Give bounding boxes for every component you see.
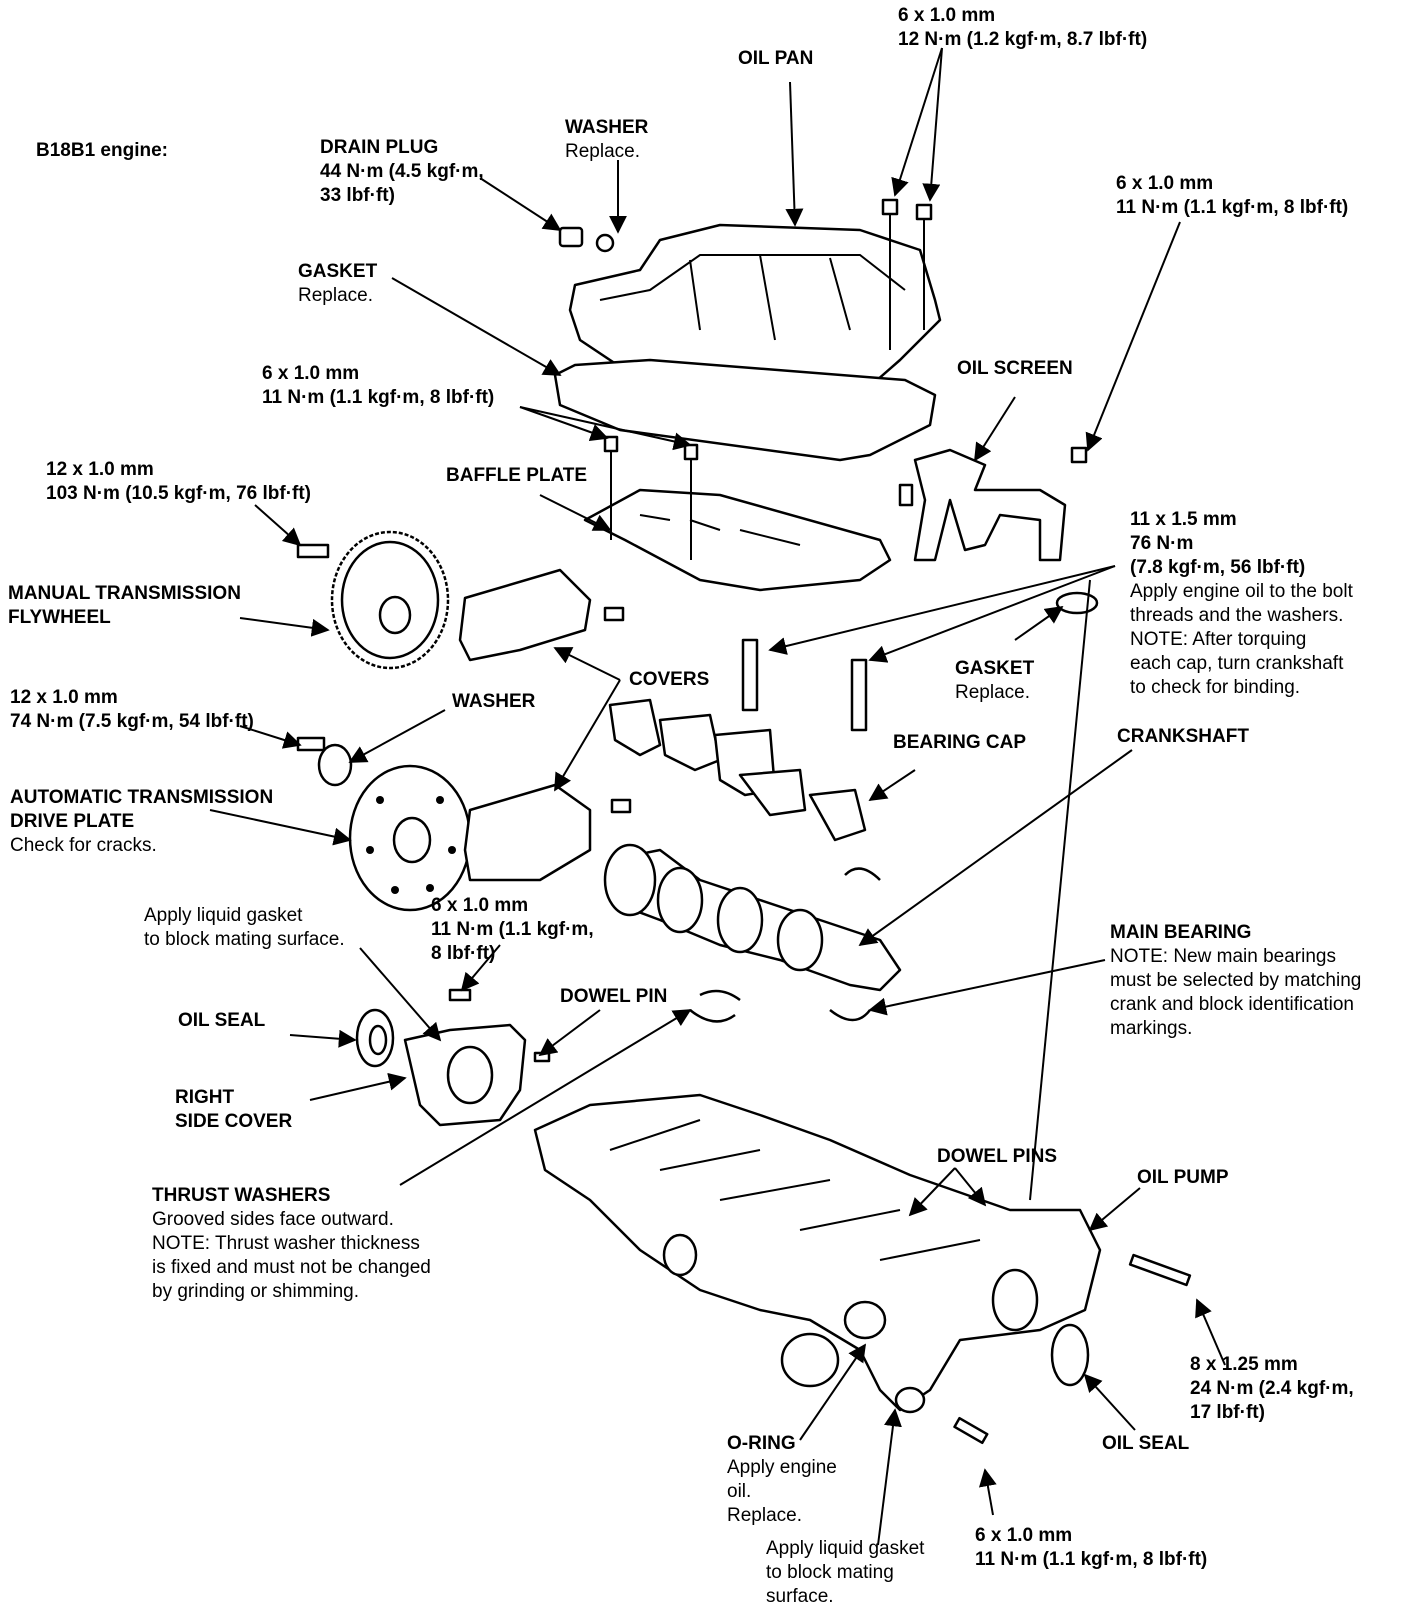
- label-oil-pan-bolt-torque: 6 x 1.0 mm 12 N·m (1.2 kgf·m, 8.7 lbf·ft…: [898, 5, 1148, 50]
- covers-part: [458, 568, 632, 882]
- label-drive-plate-bolt: 12 x 1.0 mm 74 N·m (7.5 kgf·m, 54 lbf·ft…: [10, 687, 254, 732]
- label-baffle-bolt: 6 x 1.0 mm 11 N·m (1.1 kgf·m, 8 lbf·ft): [262, 363, 495, 408]
- label-flywheel-bolt: 12 x 1.0 mm 103 N·m (10.5 kgf·m, 76 lbf·…: [46, 459, 311, 504]
- engine-title: B18B1 engine:: [36, 140, 168, 161]
- label-baffle-plate: BAFFLE PLATE: [446, 465, 588, 486]
- label-washer-top: WASHER Replace.: [565, 117, 649, 162]
- bearing-cap-part: [608, 638, 868, 842]
- label-liquid-gasket-cover: Apply liquid gasket to block mating surf…: [144, 905, 345, 950]
- label-o-ring: O-RING Apply engine oil. Replace.: [727, 1433, 837, 1526]
- label-oil-pump-bolt: 8 x 1.25 mm 24 N·m (2.4 kgf·m, 17 lbf·ft…: [1190, 1354, 1354, 1423]
- label-covers: COVERS: [629, 669, 710, 690]
- label-main-bearing: MAIN BEARING NOTE: New main bearings mus…: [1110, 922, 1362, 1039]
- right-side-cover-part: [355, 988, 551, 1127]
- label-oil-seal-left: OIL SEAL: [178, 1010, 266, 1031]
- label-oil-seal-right: OIL SEAL: [1102, 1433, 1190, 1454]
- oil-screen-part: [898, 446, 1088, 562]
- label-manual-flywheel: MANUAL TRANSMISSION FLYWHEEL: [8, 583, 241, 628]
- leader-lines: [209, 47, 1226, 1546]
- gasket-part: [553, 358, 937, 462]
- crankshaft-part: [603, 843, 902, 1022]
- label-oil-screen-bolt: 6 x 1.0 mm 11 N·m (1.1 kgf·m, 8 lbf·ft): [1116, 173, 1349, 218]
- label-gasket-pan: GASKET Replace.: [298, 261, 378, 306]
- label-drive-plate: AUTOMATIC TRANSMISSION DRIVE PLATE Check…: [10, 787, 274, 856]
- label-crankshaft: CRANKSHAFT: [1117, 726, 1249, 747]
- label-oil-pump: OIL PUMP: [1137, 1167, 1229, 1188]
- label-washer-lower: WASHER: [452, 691, 536, 712]
- engine-block-part: [533, 579, 1192, 1445]
- oil-pan-bolts-part: [881, 198, 933, 350]
- small-gasket-part: [1055, 591, 1099, 615]
- label-bearing-cap-bolt: 11 x 1.5 mm 76 N·m (7.8 kgf·m, 56 lbf·ft…: [1130, 509, 1353, 698]
- label-side-cover-bolt: 6 x 1.0 mm 11 N·m (1.1 kgf·m, 8 lbf·ft): [431, 895, 594, 964]
- drive-plate-part: [296, 736, 472, 912]
- label-bearing-cap: BEARING CAP: [893, 732, 1027, 753]
- manual-flywheel-part: [296, 530, 450, 670]
- label-liquid-gasket-block: Apply liquid gasket to block mating surf…: [766, 1538, 925, 1607]
- label-oil-pan: OIL PAN: [738, 48, 814, 69]
- baffle-plate-part: [583, 435, 892, 592]
- thrust-washer-part: [689, 989, 741, 1023]
- label-gasket-small: GASKET Replace.: [955, 658, 1035, 703]
- label-dowel-pin: DOWEL PIN: [560, 986, 668, 1007]
- drain-plug-part: [558, 226, 615, 253]
- label-bottom-bolt: 6 x 1.0 mm 11 N·m (1.1 kgf·m, 8 lbf·ft): [975, 1525, 1208, 1570]
- label-oil-screen: OIL SCREEN: [957, 358, 1073, 379]
- label-thrust-washers: THRUST WASHERS Grooved sides face outwar…: [152, 1185, 431, 1302]
- label-drain-plug: DRAIN PLUG 44 N·m (4.5 kgf·m, 33 lbf·ft): [320, 137, 484, 206]
- label-right-side-cover: RIGHT SIDE COVER: [175, 1087, 293, 1132]
- label-dowel-pins: DOWEL PINS: [937, 1146, 1057, 1167]
